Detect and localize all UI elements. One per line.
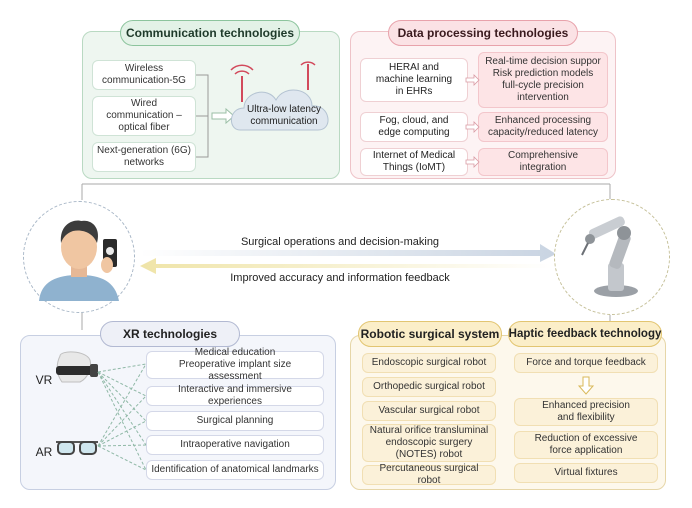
robot-arm-icon bbox=[581, 216, 638, 297]
ar-glasses-icon bbox=[56, 441, 98, 455]
xr-item-immersive: Interactive and immersive experiences bbox=[146, 384, 324, 407]
data-left-herai: HERAI and machine learning in EHRs bbox=[360, 58, 468, 102]
flow-backward-label: Improved accuracy and information feedba… bbox=[230, 272, 450, 284]
haptic-item-reduction: Reduction of excessive force application bbox=[514, 431, 658, 459]
data-right-integration: Comprehensive integration bbox=[478, 148, 608, 176]
data-left-fog: Fog, cloud, and edge computing bbox=[360, 112, 468, 142]
data-left-iomt: Internet of Medical Things (IoMT) bbox=[360, 148, 468, 176]
robot-item-notes: Natural orifice transluminal endoscopic … bbox=[362, 424, 496, 462]
xr-item-planning: Surgical planning bbox=[146, 411, 324, 431]
robot-item-percutaneous: Percutaneous surgical robot bbox=[362, 463, 496, 486]
comm-result-label: Ultra-low latency communication bbox=[247, 104, 321, 127]
robot-item-orthopedic: Orthopedic surgical robot bbox=[362, 377, 496, 397]
comm-item-fiber: Wired communication – optical fiber bbox=[92, 96, 196, 136]
flow-forward-label: Surgical operations and decision-making bbox=[240, 236, 440, 248]
xr-item-education: Medical education Preoperative implant s… bbox=[146, 347, 324, 382]
robot-item-vascular: Vascular surgical robot bbox=[362, 401, 496, 421]
comm-item-5g: Wireless communication-5G bbox=[92, 60, 196, 90]
xr-title: XR technologies bbox=[100, 321, 240, 347]
haptic-item-force: Force and torque feedback bbox=[514, 353, 658, 373]
haptic-down-arrow-icon bbox=[577, 376, 595, 395]
comm-arrow-icon bbox=[211, 107, 235, 125]
cloud-icon bbox=[230, 61, 329, 131]
haptic-title: Haptic feedback technology bbox=[508, 321, 662, 347]
surgeon-icon bbox=[39, 220, 119, 301]
ar-label: AR bbox=[35, 445, 53, 459]
robotic-title: Robotic surgical system bbox=[358, 321, 502, 347]
data-processing-title: Data processing technologies bbox=[388, 20, 578, 46]
comm-item-6g: Next-generation (6G) networks bbox=[92, 142, 196, 172]
haptic-item-precision: Enhanced precision and flexibility bbox=[514, 398, 658, 426]
communication-title: Communication technologies bbox=[120, 20, 300, 46]
vr-headset-icon bbox=[56, 351, 98, 383]
data-right-capacity: Enhanced processing capacity/reduced lat… bbox=[478, 112, 608, 142]
robot-item-endoscopic: Endoscopic surgical robot bbox=[362, 353, 496, 373]
vr-label: VR bbox=[35, 373, 53, 387]
xr-item-navigation: Intraoperative navigation bbox=[146, 435, 324, 455]
haptic-item-virtual: Virtual fixtures bbox=[514, 463, 658, 483]
xr-item-landmarks: Identification of anatomical landmarks bbox=[146, 460, 324, 480]
